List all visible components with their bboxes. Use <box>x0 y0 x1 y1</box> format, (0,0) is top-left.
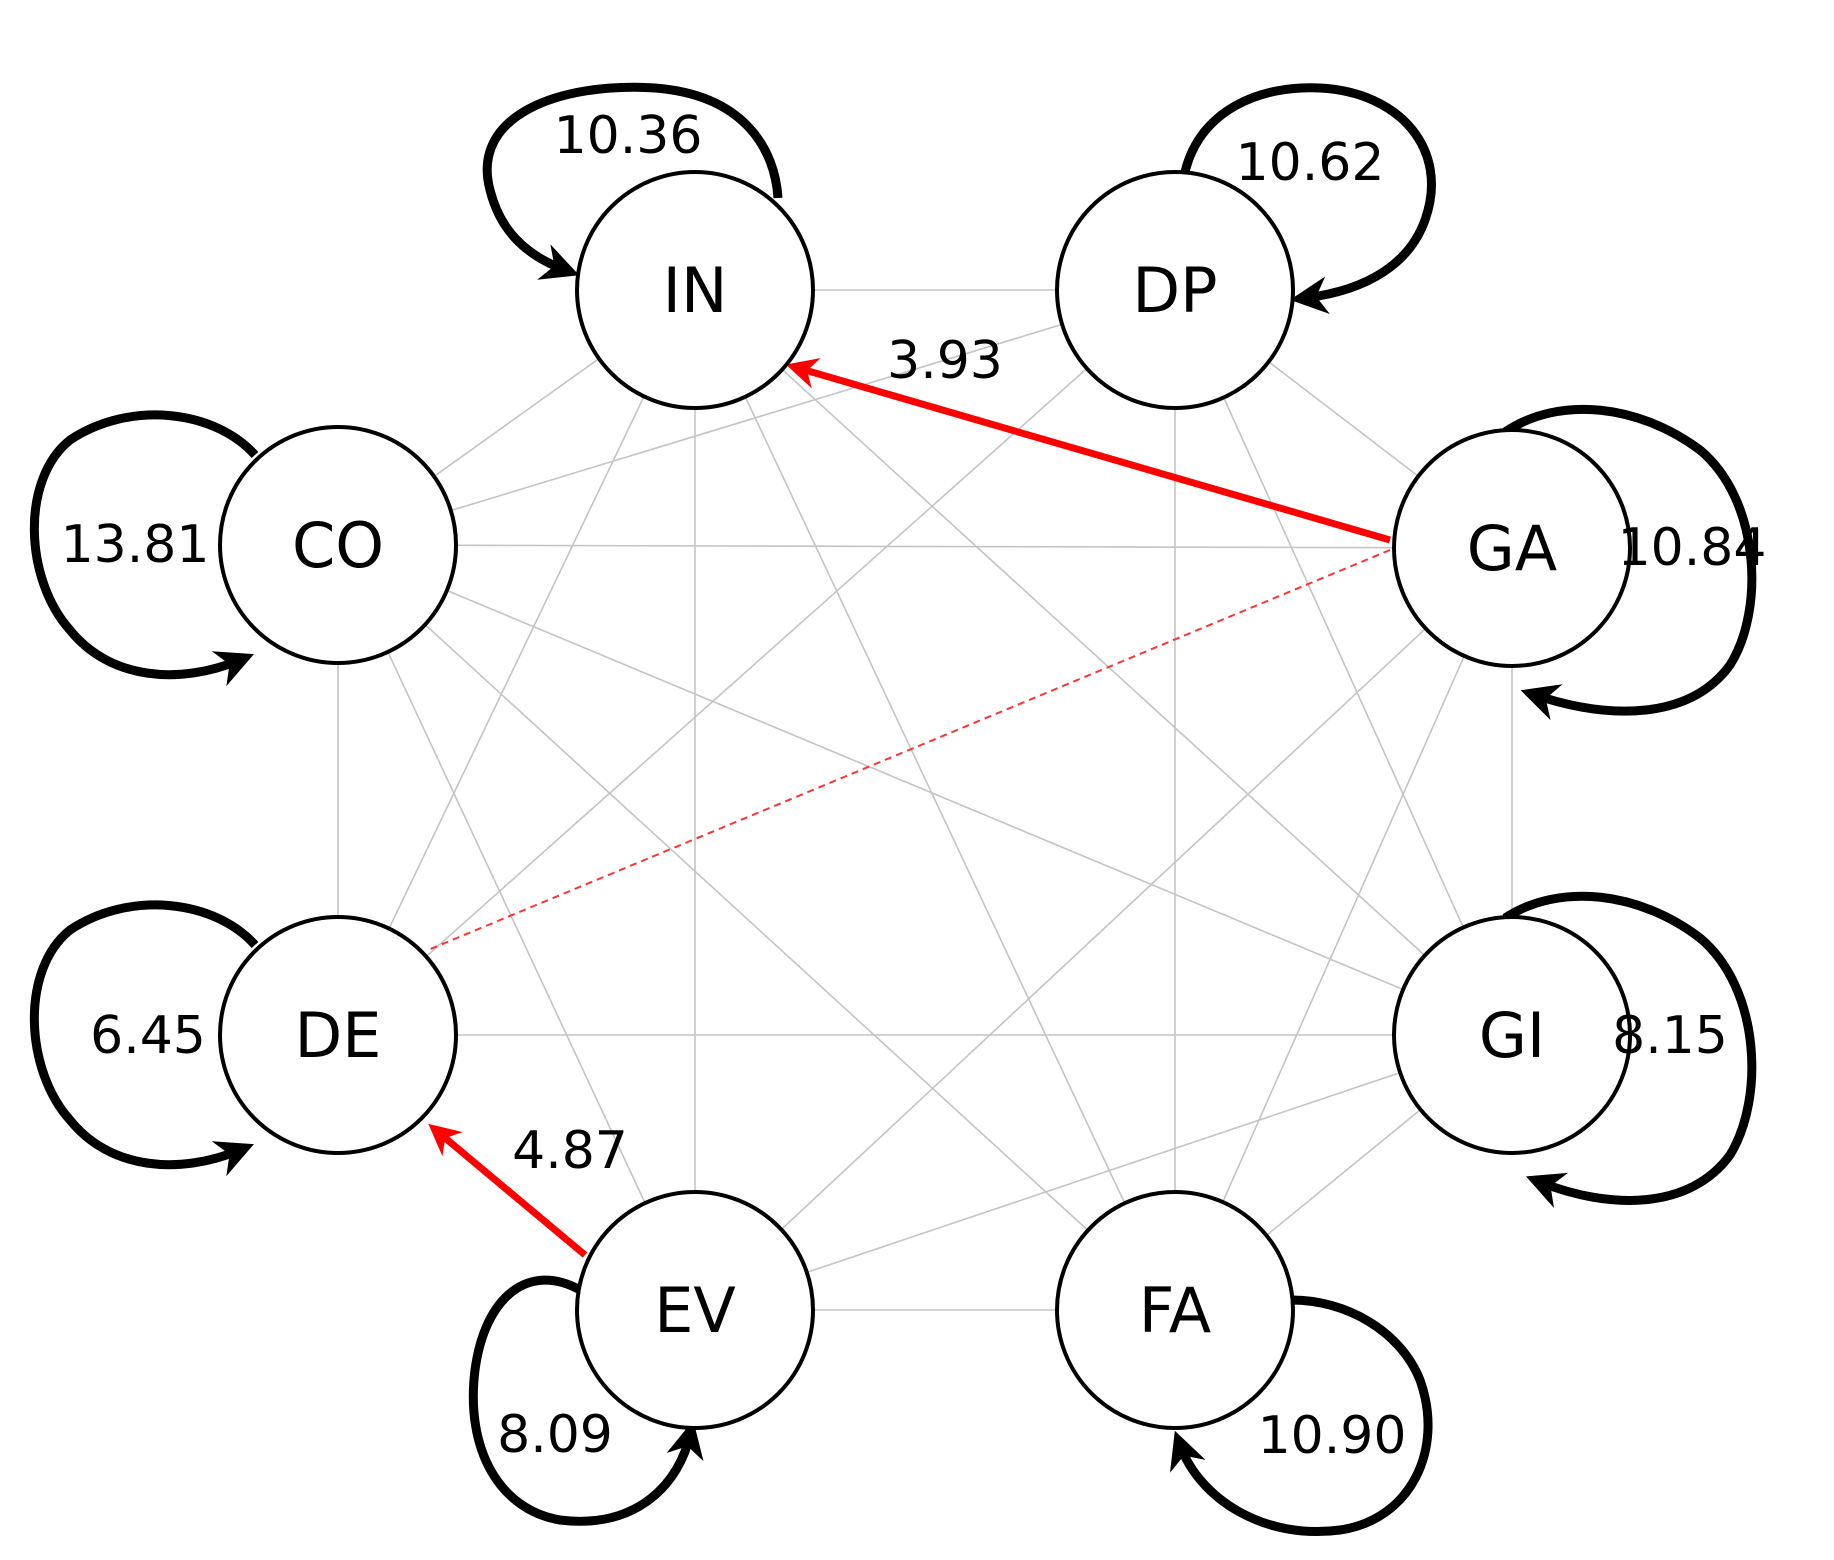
edge-dp-ga <box>1268 361 1419 477</box>
self-loop-de <box>29 900 259 1177</box>
node-fa: FA <box>1055 1190 1295 1430</box>
thin-edges <box>337 289 1513 1311</box>
node-label: FA <box>1139 1274 1211 1347</box>
node-co: CO <box>218 425 458 665</box>
node-label: GI <box>1479 999 1545 1072</box>
node-label: EV <box>654 1274 736 1347</box>
labels: 3.93 4.87 10.36 10.62 13.81 10.84 6.45 8.15 8.09… <box>61 106 1767 1466</box>
node-circle <box>1055 170 1295 410</box>
self-loop-value-gi: 8.15 <box>1612 1006 1728 1066</box>
self-loops <box>29 82 1757 1536</box>
highlighted-edges <box>427 358 1391 1258</box>
self-loop-value-ga: 10.84 <box>1618 518 1767 578</box>
node-circle <box>1392 915 1632 1155</box>
edge-in-de <box>388 396 645 929</box>
edge-ga-fa <box>1221 655 1466 1203</box>
highlight-edge-ga-de <box>427 549 1391 951</box>
edge-ga-ev <box>780 627 1427 1231</box>
node-label: GA <box>1467 512 1557 585</box>
edge-gi-fa <box>1265 1108 1422 1237</box>
self-loop-fa <box>1170 1295 1433 1536</box>
self-loop-in <box>482 82 783 280</box>
self-loop-value-dp: 10.62 <box>1236 133 1385 193</box>
node-ev: EV <box>575 1190 815 1430</box>
nodes: IN DP CO GA DE GI EV FA <box>218 170 1632 1430</box>
edge-co-ga <box>455 544 1395 549</box>
node-gi: GI <box>1392 915 1632 1155</box>
self-loop-value-in: 10.36 <box>554 106 703 166</box>
edge-co-gi <box>446 589 1404 991</box>
node-label: IN <box>663 254 728 327</box>
highlight-edge-ga-in <box>785 358 1391 544</box>
edge-dp-co <box>450 323 1063 512</box>
node-label: DP <box>1132 254 1217 327</box>
node-circle <box>218 425 458 665</box>
self-loop-gi <box>1502 891 1757 1208</box>
node-circle <box>1392 428 1632 668</box>
self-loop-dp <box>1180 83 1436 314</box>
edge-in-co <box>433 357 600 478</box>
self-loop-value-fa: 10.90 <box>1258 1406 1407 1466</box>
edge-gi-ev <box>806 1071 1401 1274</box>
node-label: CO <box>292 509 384 582</box>
edge-in-gi <box>781 368 1426 957</box>
node-in: IN <box>575 170 815 410</box>
node-circle <box>218 915 458 1155</box>
node-de: DE <box>218 915 458 1155</box>
highlight-edge-ev-de <box>428 1123 588 1258</box>
edge-dp-gi <box>1222 397 1465 928</box>
self-loop-ga <box>1502 404 1757 721</box>
self-loop-ev <box>468 1275 704 1526</box>
node-dp: DP <box>1055 170 1295 410</box>
edge-weight-label: 4.87 <box>512 1121 628 1181</box>
self-loop-value-ev: 8.09 <box>497 1405 613 1465</box>
edge-dp-de <box>425 367 1088 958</box>
self-loop-co <box>29 410 259 687</box>
node-ga: GA <box>1392 428 1632 668</box>
edge-weight-label: 3.93 <box>887 331 1003 391</box>
node-label: DE <box>295 999 382 1072</box>
node-circle <box>575 170 815 410</box>
edge-in-fa <box>744 396 1126 1204</box>
self-loop-value-co: 13.81 <box>61 515 210 575</box>
edge-co-fa <box>424 624 1089 1231</box>
node-circle <box>575 1190 815 1430</box>
edge-co-ev <box>387 651 646 1204</box>
node-circle <box>1055 1190 1295 1430</box>
self-loop-value-de: 6.45 <box>90 1006 206 1066</box>
